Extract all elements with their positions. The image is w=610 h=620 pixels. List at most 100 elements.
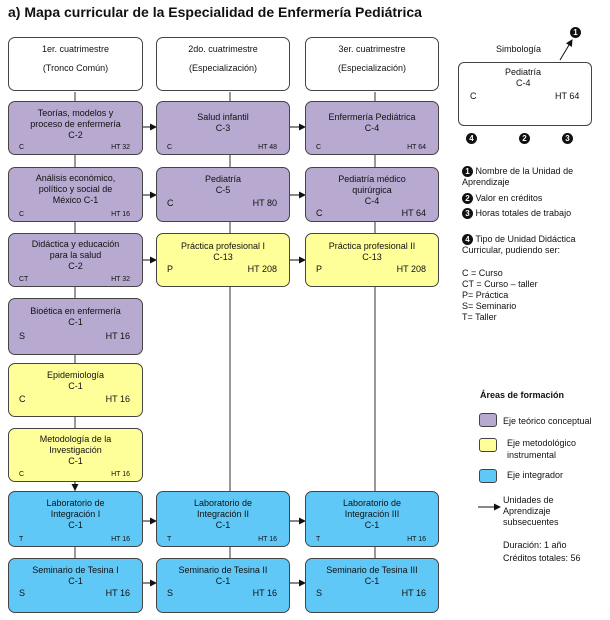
course-credit: C-1 [68,576,83,586]
course-type: S [167,588,174,598]
legend-item-2: 2 Valor en créditos [462,193,607,205]
marker-2-icon: 2 [519,133,530,144]
course-analisis-economico: Análisis económico, político y social de… [8,167,143,222]
course-hours: HT 16 [105,394,130,404]
course-credit: C-1 [215,520,231,530]
course-hours: HT 32 [111,144,130,151]
course-title: Enfermería Pediátrica [328,112,416,122]
course-credit: C-13 [362,252,382,262]
course-title: Pediatría médico quirúrgica [338,174,406,195]
legend-item-1: 1 Nombre de la Unidad de Aprendizaje [462,166,607,188]
course-title: Seminario de Tesina I [32,565,119,575]
legend-type-c: C = Curso [462,268,503,278]
course-type: T [167,536,172,543]
arrow-legend-label: Unidades de Aprendizaje subsecuentes [503,495,559,527]
course-credit: C-1 [215,576,231,586]
course-type: C [316,208,323,218]
course-credit: C-5 [215,185,231,195]
course-credit: C-1 [68,520,83,530]
legend-title: Simbología [496,44,542,54]
course-hours: HT 16 [111,536,130,543]
course-type: C [19,211,25,218]
course-title: Didáctica y educación para la salud [31,239,120,260]
course-credit: C-1 [364,576,380,586]
marker-1-icon: 1 [462,166,473,178]
course-hours: HT 16 [252,588,277,598]
course-type: C [316,144,322,151]
course-hours: HT 16 [105,331,130,341]
legend-types: C = Curso CT = Curso – taller P= Práctic… [462,268,607,323]
course-type: C [19,394,26,404]
course-credit: C-3 [215,123,231,133]
course-type: C [19,144,25,151]
legend-type-t: T= Taller [462,312,497,322]
legend-item-label: Nombre de la Unidad de Aprendizaje [462,166,574,188]
course-hours: HT 16 [258,536,277,543]
area-label-integrador: Eje integrador [507,470,564,480]
page-title: a) Mapa curricular de la Especialidad de… [8,4,422,20]
course-credit: C-1 [364,520,380,530]
course-type: T [316,536,321,543]
course-credit: C-2 [68,261,83,271]
column-header-3: 3er. cuatrimestre (Especialización) [305,37,439,91]
course-title: Seminario de Tesina III [326,565,418,575]
course-title: Salud infantil [197,112,249,122]
course-hours: HT 64 [401,208,426,218]
column-header-subtitle: (Tronco Común) [42,63,109,73]
course-hours: HT 208 [247,264,277,274]
column-header-subtitle: (Especialización) [337,63,407,73]
area-swatch-teorico [479,413,497,427]
course-type: S [316,588,323,598]
course-title: Laboratorio de Integración II [193,498,253,519]
course-hours: HT 16 [111,471,130,478]
course-title: Teorías, modelos y proceso de enfermería [30,108,121,129]
course-type: P [167,264,174,274]
marker-4-icon: 4 [466,133,477,144]
column-header-title: 2do. cuatrimestre [188,44,258,54]
course-title: Laboratorio de Integración III [342,498,402,519]
course-credit: C-13 [213,252,233,262]
area-swatch-metodologico [479,438,497,452]
course-hours: HT 16 [407,536,426,543]
legend-item-3: 3 Horas totales de trabajo [462,208,607,220]
course-title: Análisis económico, político y social de… [35,173,116,205]
legend-example-type: C [470,91,477,101]
course-name: Teorías, modelos y proceso de enfermería… [11,108,140,141]
column-header-2: 2do. cuatrimestre (Especialización) [156,37,290,91]
legend-item-label: Tipo de Unidad Didáctica Curricular, pud… [462,234,576,256]
course-title: Bioética en enfermería [30,306,121,316]
legend-type-s: S= Seminario [462,301,517,311]
course-credit: C-1 [68,456,83,466]
course-hours: HT 16 [105,588,130,598]
duration-text: Duración: 1 año [503,540,567,550]
course-hours: HT 80 [252,198,277,208]
course-credit: C-1 [68,381,83,391]
course-type: CT [19,276,29,283]
marker-1-icon: 1 [570,27,581,38]
